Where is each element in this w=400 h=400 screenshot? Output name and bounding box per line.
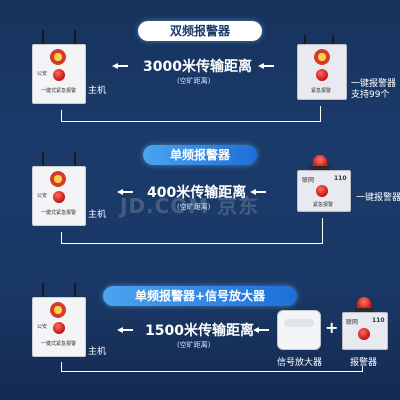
alarm-button-icon bbox=[53, 322, 65, 334]
arrow-left-icon bbox=[258, 63, 274, 69]
host-label: 主机 bbox=[88, 210, 107, 220]
alarm-label: 一键报警器 bbox=[351, 79, 397, 89]
arrow-left-icon bbox=[117, 189, 133, 195]
alarm-label: 报警器 bbox=[350, 358, 378, 368]
police-emblem-icon bbox=[314, 49, 330, 65]
police-emblem-icon bbox=[50, 302, 66, 318]
distance-text: 400米传输距离 bbox=[147, 185, 247, 201]
police-emblem-icon bbox=[50, 49, 66, 65]
alarm-button-icon bbox=[316, 69, 328, 81]
section-title-dual: 双频报警器 bbox=[138, 21, 262, 41]
alarm-button-icon bbox=[358, 328, 370, 340]
section-title-amp: 单频报警器+信号放大器 bbox=[103, 286, 297, 306]
amp-label: 信号放大器 bbox=[277, 358, 323, 368]
alarm-button-icon bbox=[53, 69, 65, 81]
arrow-left-icon bbox=[253, 327, 269, 333]
note-text: (空旷距离) bbox=[177, 77, 211, 85]
note-text: (空旷距离) bbox=[177, 341, 211, 349]
warning-beacon-icon bbox=[357, 297, 371, 309]
alarm-label: 一键报警器 bbox=[356, 193, 400, 203]
alarm-button-icon bbox=[316, 185, 328, 197]
speaker-grille-icon bbox=[284, 319, 314, 327]
distance-text: 1500米传输距离 bbox=[145, 323, 254, 339]
arrow-left-icon bbox=[117, 327, 133, 333]
note-text: (空旷距离) bbox=[177, 203, 211, 211]
section-title-single: 单频报警器 bbox=[143, 145, 257, 165]
arrow-left-icon bbox=[112, 63, 128, 69]
distance-text: 3000米传输距离 bbox=[143, 59, 252, 75]
plus-sign: + bbox=[325, 318, 339, 337]
police-emblem-icon bbox=[50, 171, 66, 187]
host-label: 主机 bbox=[88, 86, 107, 96]
warning-beacon-icon bbox=[313, 155, 327, 167]
watermark: JD.COM 京东 bbox=[120, 194, 260, 218]
alarm-button-icon bbox=[53, 191, 65, 203]
alarm-sublabel: 支持99个 bbox=[351, 90, 390, 100]
arrow-left-icon bbox=[250, 189, 266, 195]
host-label: 主机 bbox=[88, 347, 107, 357]
